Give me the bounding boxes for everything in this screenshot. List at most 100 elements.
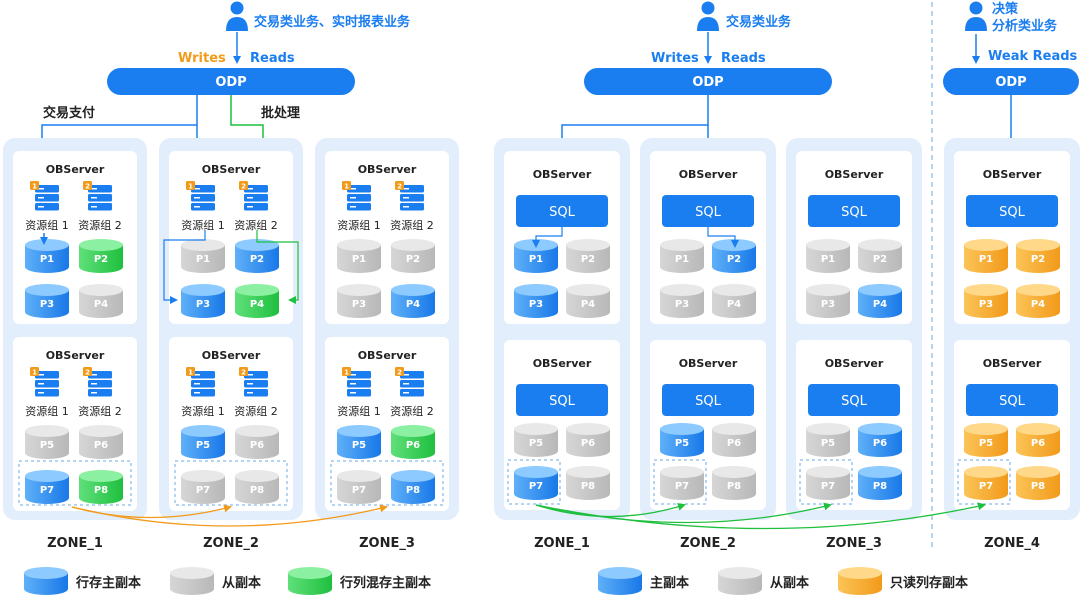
server-slot <box>191 194 215 202</box>
observer-label: OBServer <box>679 168 738 181</box>
cylinder-top <box>181 470 225 482</box>
cylinder-body <box>181 245 225 273</box>
partition-label: P7 <box>821 481 835 492</box>
server-slot <box>88 380 112 388</box>
cylinder-top <box>24 567 68 579</box>
partition-cylinder-gray: P5 <box>806 423 850 457</box>
partition-label: P1 <box>352 254 366 265</box>
cylinder-top <box>712 466 756 478</box>
badge <box>30 181 39 190</box>
cylinder-top <box>181 239 225 251</box>
resource-group-icon: 2 <box>239 367 268 397</box>
partition-cylinder-blue: P1 <box>25 239 69 273</box>
partition-cylinder-blue: P7 <box>514 466 558 500</box>
partition-cylinder-orange: P2 <box>1016 239 1060 273</box>
partition-label: P3 <box>529 299 543 310</box>
partition-cylinder-blue: P8 <box>391 470 435 504</box>
cylinder-body <box>181 476 225 504</box>
partition-cylinder-gray: P6 <box>79 425 123 459</box>
cylinder-top <box>566 284 610 296</box>
reads-label: Reads <box>250 51 295 66</box>
zone-label: ZONE_1 <box>47 536 103 551</box>
partition-label: P7 <box>40 485 54 496</box>
observer-label: OBServer <box>202 349 261 362</box>
partition-cylinder-gray: P8 <box>712 466 756 500</box>
server-led <box>194 374 200 376</box>
cylinder-top <box>566 466 610 478</box>
server-slot <box>191 380 215 388</box>
server-led <box>194 206 200 208</box>
server-led <box>247 197 253 199</box>
cylinder-body <box>566 429 610 457</box>
partition-label: P8 <box>1031 481 1045 492</box>
partition-cylinder-blue: P4 <box>391 284 435 318</box>
partition-cylinder-blue: P3 <box>514 284 558 318</box>
badge-number: 1 <box>344 183 349 191</box>
badge <box>342 367 351 376</box>
zone-label: ZONE_3 <box>826 536 882 551</box>
partition-label: P6 <box>1031 438 1045 449</box>
cylinder-body <box>712 472 756 500</box>
cylinder-body <box>660 472 704 500</box>
odp-label: ODP <box>995 75 1026 90</box>
cylinder-body <box>181 290 225 318</box>
partition-cylinder-blue: P5 <box>337 425 381 459</box>
partition-cylinder-gray: P7 <box>660 466 704 500</box>
partition-cylinder-gray: P1 <box>806 239 850 273</box>
zone-label: ZONE_4 <box>984 536 1040 551</box>
server-slot <box>244 185 268 193</box>
right-user-label: 交易类业务 <box>726 14 792 30</box>
cylinder-body <box>838 573 882 595</box>
partition-label: P3 <box>196 299 210 310</box>
observer-label: OBServer <box>983 357 1042 370</box>
server-slot <box>88 389 112 397</box>
partition-label: P4 <box>873 299 887 310</box>
zone-label: ZONE_3 <box>359 536 415 551</box>
partition-label: P7 <box>675 481 689 492</box>
badge <box>83 367 92 376</box>
cylinder-body <box>660 290 704 318</box>
partition-cylinder-blue <box>24 567 68 595</box>
cylinder-top <box>25 284 69 296</box>
sql-label: SQL <box>549 205 575 220</box>
cylinder-top <box>566 239 610 251</box>
partition-cylinder-gray: P3 <box>337 284 381 318</box>
cylinder-body <box>858 429 902 457</box>
partition-label: P3 <box>821 299 835 310</box>
writes-label: Writes <box>651 51 699 66</box>
cylinder-body <box>712 429 756 457</box>
server-led <box>91 188 97 190</box>
cylinder-top <box>25 239 69 251</box>
partition-cylinder-gray: P4 <box>79 284 123 318</box>
server-slot <box>347 389 371 397</box>
route-left-label: 交易支付 <box>43 105 95 121</box>
server-slot <box>191 185 215 193</box>
partition-cylinder-gray: P4 <box>712 284 756 318</box>
cylinder-top <box>660 466 704 478</box>
server-slot <box>88 371 112 379</box>
cylinder-body <box>391 476 435 504</box>
server-slot <box>244 203 268 211</box>
partition-cylinder-gray: P7 <box>181 470 225 504</box>
cylinder-top <box>337 239 381 251</box>
cylinder-body <box>712 245 756 273</box>
partition-cylinder-orange: P7 <box>964 466 1008 500</box>
cylinder-top <box>514 423 558 435</box>
cylinder-body <box>806 472 850 500</box>
resource-group-icon: 2 <box>239 181 268 211</box>
partition-cylinder-gray: P5 <box>514 423 558 457</box>
resource-group-2-label: 资源组 2 <box>78 218 122 232</box>
partition-label: P4 <box>94 299 108 310</box>
cylinder-body <box>1016 290 1060 318</box>
server-slot <box>244 380 268 388</box>
partition-cylinder-orange: P5 <box>964 423 1008 457</box>
partition-cylinder-orange: P1 <box>964 239 1008 273</box>
legend-label: 从副本 <box>222 575 261 591</box>
resource-group-2-label: 资源组 2 <box>234 404 278 418</box>
partition-cylinder-orange <box>838 567 882 595</box>
legend-label: 主副本 <box>650 575 689 591</box>
server-slot <box>191 389 215 397</box>
cylinder-top <box>1016 239 1060 251</box>
server-led <box>91 206 97 208</box>
